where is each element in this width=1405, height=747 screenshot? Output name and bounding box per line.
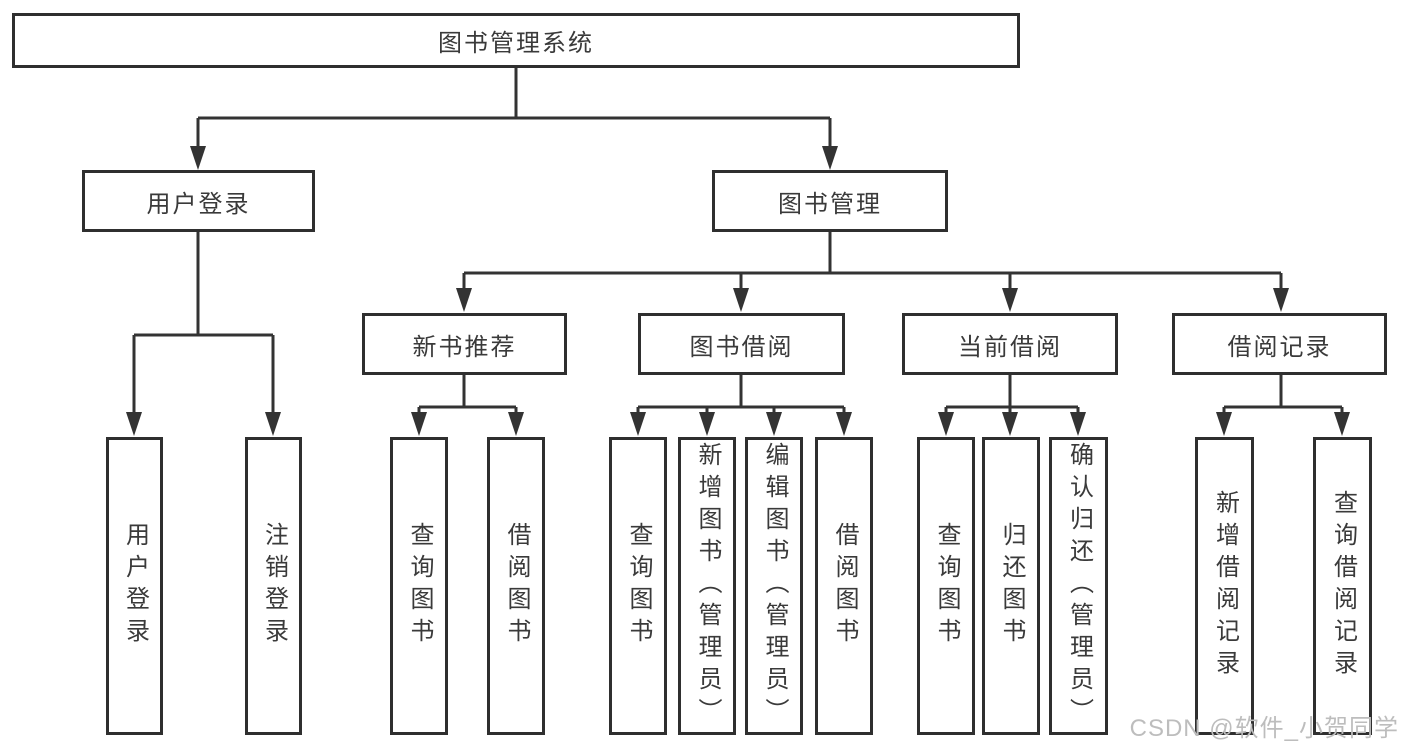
csdn-watermark: CSDN @软件_小贺同学 [1129, 715, 1399, 742]
node-user-login: 用户登录 [82, 170, 315, 232]
leaf-borrow-books: 借阅图书 [815, 437, 873, 735]
node-library-system: 图书管理系统 [12, 13, 1020, 68]
node-book-management: 图书管理 [712, 170, 948, 232]
leaf-edit-books-admin: 编辑图书（管理员） [745, 437, 803, 735]
leaf-query-books-recommend: 查询图书 [390, 437, 448, 735]
node-new-book-recommend: 新书推荐 [362, 313, 567, 375]
leaf-return-books: 归还图书 [982, 437, 1040, 735]
leaf-borrow-books-recommend: 借阅图书 [487, 437, 545, 735]
leaf-add-borrow-record: 新增借阅记录 [1195, 437, 1254, 735]
node-current-borrow: 当前借阅 [902, 313, 1118, 375]
leaf-query-books-borrow: 查询图书 [609, 437, 667, 735]
leaf-user-login: 用户登录 [106, 437, 163, 735]
node-borrow-records: 借阅记录 [1172, 313, 1387, 375]
node-book-borrow: 图书借阅 [638, 313, 845, 375]
leaf-logout: 注销登录 [245, 437, 302, 735]
leaf-confirm-return-admin: 确认归还（管理员） [1049, 437, 1108, 735]
leaf-query-books-current: 查询图书 [917, 437, 975, 735]
leaf-query-borrow-record: 查询借阅记录 [1313, 437, 1372, 735]
leaf-add-books-admin: 新增图书（管理员） [678, 437, 736, 735]
